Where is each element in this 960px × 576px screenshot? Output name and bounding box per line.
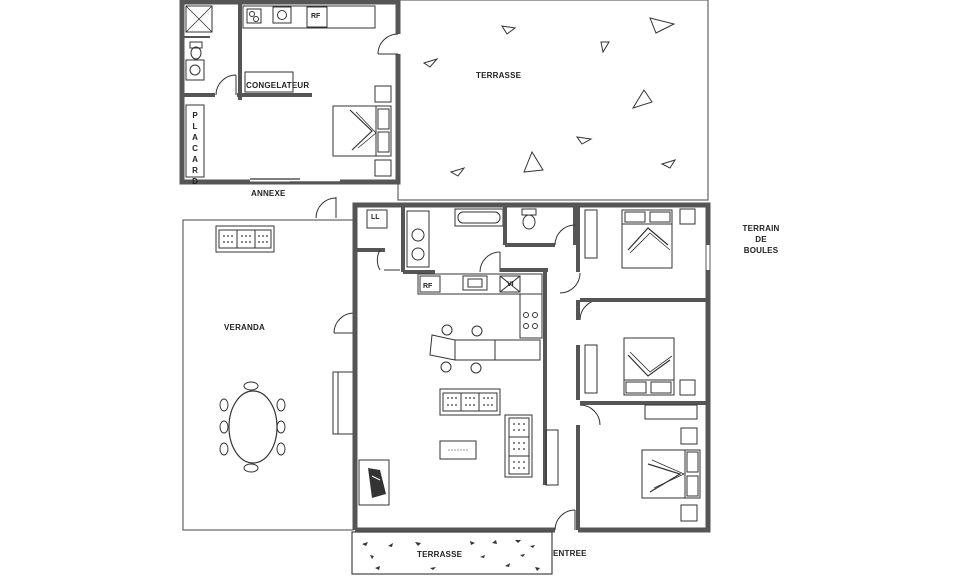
label-terrain-de-boules: TERRAIN DE BOULES [737,223,785,256]
placard-letter: A [192,155,198,164]
annexe-building [179,0,402,185]
label-terrasse-bottom: TERRASSE [417,550,463,559]
placard-letter: P [192,111,198,120]
terrace-bottom [351,531,553,575]
veranda [182,219,355,531]
label-rf-kitchen: RF [423,283,433,290]
label-ll: LL [371,214,380,221]
placard-letter: C [192,144,198,153]
label-congelateur: CONGELATEUR [246,81,310,90]
placard-letter: R [192,166,198,175]
label-placard: P L A C A R D [190,110,200,187]
placard-letter: L [192,122,198,131]
main-house [352,202,711,533]
label-veranda: VERANDA [224,323,265,332]
label-annexe: ANNEXE [251,189,286,198]
label-entree: ENTREE [553,549,587,558]
terrain-line-1: TERRAIN [742,224,780,233]
terrace-top [397,0,709,201]
label-terrasse-top: TERRASSE [476,71,522,80]
placard-letter: A [192,133,198,142]
label-vi: VI [507,281,514,288]
placard-letter: D [192,177,198,186]
door-annexe-veranda [315,197,337,219]
label-rf-annexe: RF [311,13,321,20]
terrain-line-2: DE [755,235,767,244]
terrain-line-3: BOULES [743,246,779,255]
